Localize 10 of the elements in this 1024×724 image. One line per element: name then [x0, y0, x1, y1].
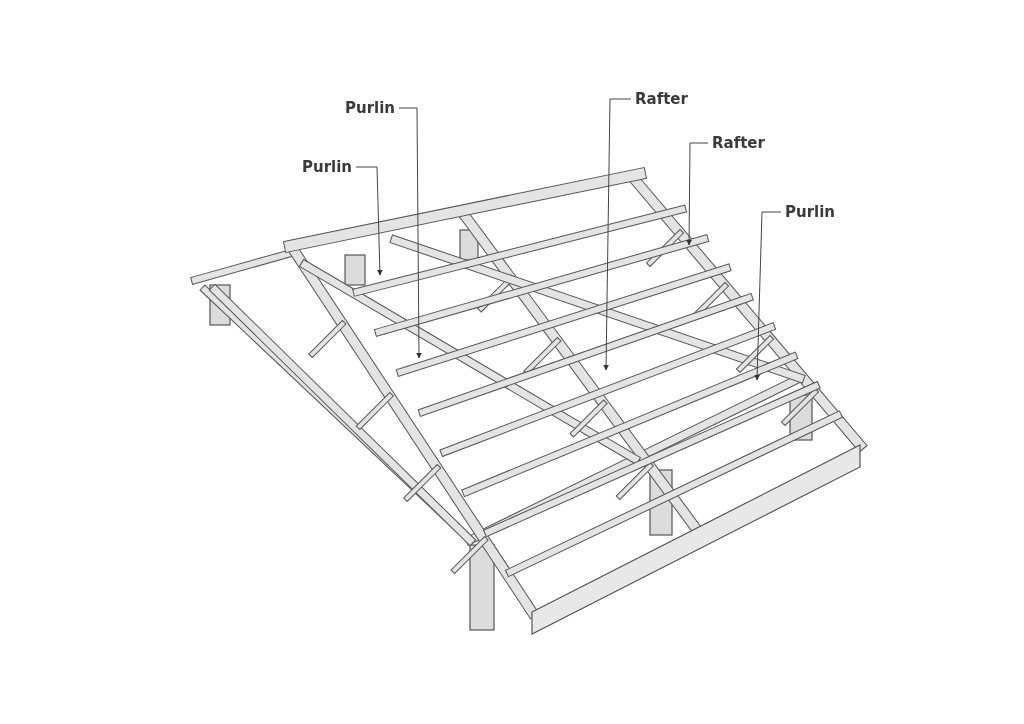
part-label: Purlin: [785, 203, 836, 221]
leader-line: [754, 211, 782, 381]
leader-line: [355, 166, 383, 276]
leader-line: [603, 98, 632, 371]
part-label: Purlin: [302, 158, 353, 176]
part-label: Rafter: [712, 134, 765, 152]
part-label: Purlin: [345, 99, 396, 117]
part-label: Rafter: [635, 90, 688, 108]
leader-line: [398, 107, 422, 359]
leader-line: [686, 142, 709, 246]
